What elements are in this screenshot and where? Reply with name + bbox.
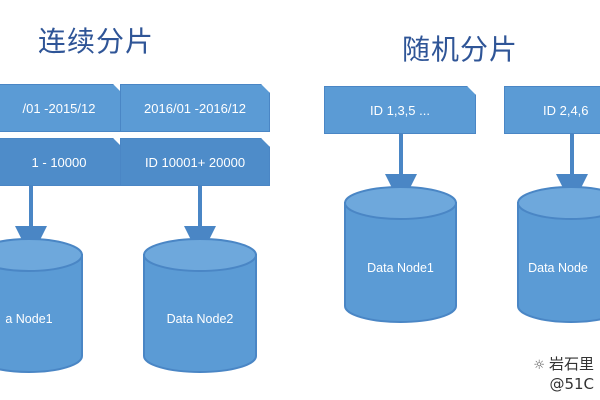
- rand-right-id-box: ID 2,4,6: [504, 86, 600, 134]
- watermark-line1: 岩石里: [548, 355, 594, 373]
- seq-left-id-range-box: 1 - 10000: [0, 138, 122, 186]
- seq-right-date-range-box: 2016/01 -2016/12: [120, 84, 270, 132]
- data-node-label: Data Node: [528, 261, 588, 275]
- data-node-label: a Node1: [5, 312, 53, 326]
- watermark: ☼岩石里 @51C: [533, 355, 594, 394]
- title-random-sharding: 随机分片: [402, 33, 519, 66]
- wechat-icon: ☼: [533, 358, 545, 373]
- seq-right-id-range-box: ID 10001+ 20000: [120, 138, 270, 186]
- seq-left-id-range: 1 - 10000: [31, 154, 87, 170]
- database-cylinder-icon: [517, 186, 600, 323]
- rand-left-id-box: ID 1,3,5 ...: [324, 86, 476, 134]
- database-cylinder-icon: [344, 186, 457, 323]
- data-node-label: Data Node2: [166, 312, 234, 326]
- watermark-line2: @51C: [549, 375, 594, 393]
- rand-left-id: ID 1,3,5 ...: [370, 102, 430, 118]
- title-sequential-sharding: 连续分片: [38, 25, 155, 58]
- seq-right-id-range: ID 10001+ 20000: [144, 154, 246, 170]
- rand-right-id: ID 2,4,6: [543, 102, 589, 118]
- seq-left-date-range: /01 -2015/12: [22, 100, 96, 116]
- database-cylinder-icon: [143, 238, 257, 373]
- seq-left-date-range-box: /01 -2015/12: [0, 84, 122, 132]
- seq-right-date-range: 2016/01 -2016/12: [144, 100, 246, 116]
- database-cylinder-icon: [0, 238, 83, 373]
- data-node-label: Data Node1: [367, 261, 434, 275]
